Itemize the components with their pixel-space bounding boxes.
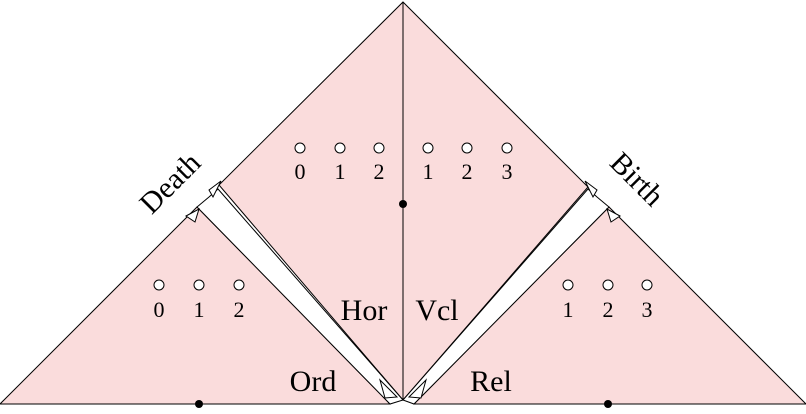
arrow-tip-ord: [379, 378, 399, 399]
left-region-node: [193, 279, 205, 291]
hor-label: Hor: [341, 294, 388, 327]
rel-label: Rel: [470, 365, 512, 398]
vcl-label: Vcl: [415, 294, 458, 327]
right-region-index: 2: [603, 297, 614, 322]
ord-label: Ord: [290, 365, 337, 398]
top-right-node: [501, 142, 513, 154]
top-left-node: [373, 142, 385, 154]
arrow-tip-birth-bottom: [606, 207, 621, 223]
right-region-node: [602, 279, 614, 291]
top-right-index: 3: [502, 159, 513, 184]
right-region-node: [641, 279, 653, 291]
top-left-index: 0: [295, 159, 306, 184]
arrow-tip-death-top: [208, 180, 222, 199]
arrow-tip-rel: [407, 378, 427, 399]
birth-label: Birth: [603, 146, 670, 213]
arrow-tip-death-bottom: [185, 207, 200, 223]
right-region-index: 1: [563, 297, 574, 322]
top-right-node: [422, 142, 434, 154]
right-region-index: 3: [642, 297, 653, 322]
top-right-index: 2: [462, 159, 473, 184]
right-base-dot: [604, 400, 612, 408]
top-right-index: 1: [423, 159, 434, 184]
top-left-index: 1: [335, 159, 346, 184]
left-base-dot: [195, 400, 203, 408]
arrow-tip-birth-top: [584, 180, 598, 199]
right-region-node: [562, 279, 574, 291]
left-region-node: [233, 279, 245, 291]
left-region-node: [153, 279, 165, 291]
top-center-dot: [399, 200, 407, 208]
left-region-index: 1: [194, 297, 205, 322]
left-region-index: 2: [234, 297, 245, 322]
left-region-index: 0: [154, 297, 165, 322]
top-left-node: [294, 142, 306, 154]
top-left-index: 2: [374, 159, 385, 184]
top-right-node: [461, 142, 473, 154]
top-left-node: [334, 142, 346, 154]
